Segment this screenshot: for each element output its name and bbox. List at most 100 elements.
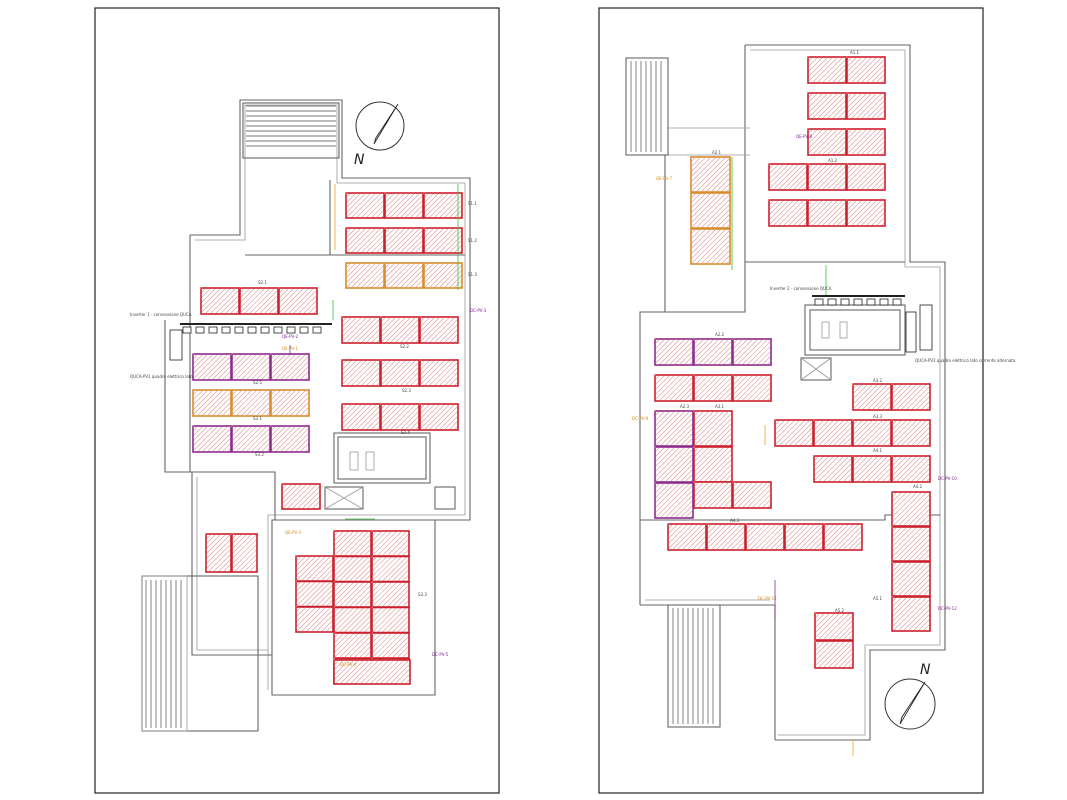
pv-panel-hatch — [716, 214, 730, 228]
pv-panel — [845, 55, 886, 84]
pv-panel-hatch — [665, 454, 693, 482]
pv-panel-hatch — [274, 310, 278, 314]
pv-panel-hatch — [691, 193, 696, 198]
pv-panel-hatch — [366, 372, 380, 386]
pv-panel — [812, 454, 853, 483]
pv-panel-hatch — [334, 660, 344, 670]
pv-panel-hatch — [385, 193, 395, 203]
pv-panel-hatch — [853, 456, 878, 481]
pv-panel-hatch — [685, 474, 693, 482]
pv-panel-hatch — [420, 250, 423, 253]
pv-panel-hatch — [332, 657, 336, 660]
pv-panel-hatch — [422, 261, 426, 265]
pv-panel-hatch — [212, 433, 231, 452]
pv-panel-hatch — [279, 288, 299, 308]
pv-panel-hatch — [694, 375, 699, 380]
pv-panel-hatch — [434, 319, 458, 343]
pv-panel — [692, 445, 733, 483]
pv-panel-hatch — [429, 263, 454, 288]
pv-panel-hatch — [892, 492, 907, 507]
pv-panel-hatch — [376, 426, 380, 430]
pv-panel-hatch — [385, 228, 400, 243]
pv-panel-hatch — [454, 382, 458, 386]
pv-panel-hatch — [729, 479, 732, 482]
pv-panel-hatch — [842, 186, 846, 190]
pv-panel-hatch — [439, 265, 462, 288]
pv-panel-hatch — [301, 607, 326, 632]
pv-panel-hatch — [249, 564, 257, 572]
pv-panel-hatch — [812, 164, 838, 190]
pv-panel-hatch — [207, 428, 231, 452]
pv-panel-hatch — [694, 447, 704, 457]
pv-panel-hatch — [410, 334, 419, 343]
pv-panel-hatch — [674, 382, 693, 401]
pv-panel-hatch — [845, 198, 849, 202]
pv-panel-hatch — [853, 420, 878, 445]
pv-panel-hatch — [706, 204, 730, 228]
pv-panel-hatch — [814, 456, 819, 461]
pv-panel-hatch — [334, 531, 359, 556]
cable-label: DC-PV-10 — [938, 476, 957, 481]
pv-panel — [890, 490, 931, 527]
pv-panel-hatch — [360, 660, 384, 684]
pv-panel-hatch — [808, 93, 828, 113]
pv-panel-hatch — [280, 354, 306, 380]
pv-panel-hatch — [385, 228, 390, 233]
pv-panel-hatch — [682, 526, 706, 550]
pv-panel-hatch — [354, 641, 371, 658]
pv-panel-hatch — [838, 526, 862, 550]
pv-panel-hatch — [334, 660, 349, 675]
pv-panel-hatch — [424, 263, 449, 288]
pv-panel-hatch — [655, 447, 675, 467]
left-stair-upper — [242, 102, 340, 159]
pv-panel-hatch — [271, 426, 286, 441]
pv-panel-hatch — [775, 420, 790, 435]
pv-panel-hatch — [459, 215, 462, 218]
pv-panel-hatch — [812, 129, 838, 155]
pv-panel-hatch — [916, 396, 930, 410]
pv-panel-hatch — [294, 580, 298, 583]
pv-panel-hatch — [709, 459, 732, 482]
pv-panel-hatch — [847, 164, 857, 174]
pv-panel-hatch — [193, 426, 218, 451]
pv-panel — [806, 198, 847, 227]
pv-panel-hatch — [916, 432, 930, 446]
pv-panel-hatch — [271, 390, 286, 405]
pv-panel-hatch — [694, 447, 714, 467]
pv-panel-hatch — [400, 265, 423, 288]
pv-panel-hatch — [266, 376, 270, 380]
pv-panel-hatch — [232, 426, 242, 436]
pv-panel-hatch — [197, 354, 223, 380]
pv-panel-hatch — [908, 504, 930, 526]
pv-panel-hatch — [798, 181, 807, 190]
pv-panel-hatch — [733, 482, 738, 487]
pv-panel-hatch — [422, 191, 426, 195]
pv-panel-hatch — [689, 361, 693, 365]
pv-panel-hatch — [799, 432, 813, 446]
pv-panel-hatch — [359, 595, 371, 607]
pv-panel — [731, 480, 772, 509]
pv-panel-hatch — [847, 57, 852, 62]
right-panel-arrays — [653, 55, 931, 669]
pv-panel-hatch — [679, 351, 693, 365]
pv-panel-hatch — [690, 515, 693, 518]
pv-panel-hatch — [923, 554, 930, 561]
pv-panel-hatch — [847, 129, 857, 139]
pv-panel-hatch — [706, 240, 730, 264]
pv-panel-hatch — [390, 404, 416, 430]
pv-panel-hatch — [760, 526, 784, 550]
pv-panel-hatch — [692, 480, 696, 484]
pv-panel-hatch — [222, 371, 231, 380]
pv-panel-hatch — [346, 193, 371, 218]
pv-panel-hatch — [655, 447, 665, 457]
pv-panel-hatch — [769, 164, 779, 174]
pv-panel-hatch — [405, 372, 419, 386]
pv-panel-hatch — [892, 562, 922, 592]
pv-panel-hatch — [757, 351, 771, 365]
pv-panel-hatch — [277, 286, 281, 290]
pv-panel-hatch — [903, 569, 930, 596]
string-label: A1.2 — [828, 158, 838, 163]
pv-panel-hatch — [750, 524, 776, 550]
pv-panel-hatch — [346, 317, 372, 343]
pv-panel-hatch — [415, 339, 419, 343]
